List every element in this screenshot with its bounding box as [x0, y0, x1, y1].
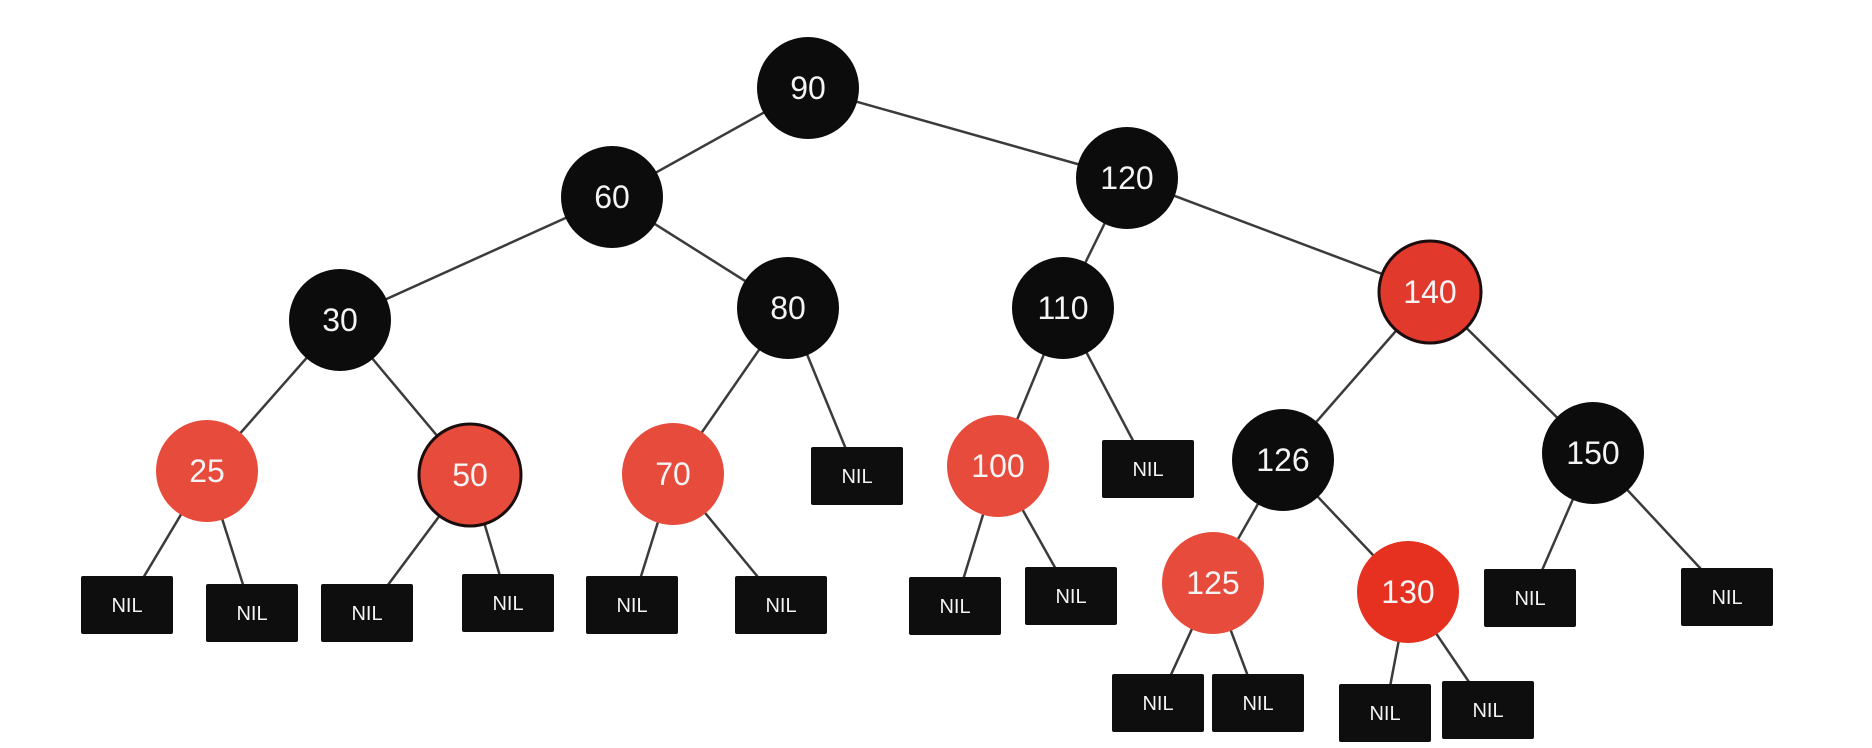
tree-node-50: 50 [417, 422, 523, 528]
tree-node-60: 60 [561, 146, 663, 248]
nil-label: NIL [939, 596, 970, 618]
tree-node-150: 150 [1542, 402, 1644, 504]
nil-label: NIL [1514, 588, 1545, 610]
node-value-label: 90 [790, 70, 826, 106]
tree-node-30: 30 [289, 269, 391, 371]
nil-label: NIL [492, 593, 523, 615]
red-node-circle [1357, 541, 1459, 643]
nil-leaf-nil-70L: NIL [586, 576, 678, 634]
red-node-circle [1162, 532, 1264, 634]
nil-label: NIL [1132, 459, 1163, 481]
nil-leaf-box [1025, 567, 1117, 625]
nil-leaf-box [811, 447, 903, 505]
node-value-label: 150 [1566, 435, 1619, 471]
node-value-label: 100 [971, 448, 1024, 484]
black-node-circle [737, 257, 839, 359]
black-node-circle [1012, 257, 1114, 359]
nil-label: NIL [1711, 587, 1742, 609]
nil-leaf-box [735, 576, 827, 634]
node-value-label: 70 [655, 456, 691, 492]
tree-node-140: 140 [1377, 239, 1483, 345]
nil-leaf-box [909, 577, 1001, 635]
nil-leaf-box [1212, 674, 1304, 732]
black-node-circle [1542, 402, 1644, 504]
red-node-circle [947, 415, 1049, 517]
nil-leaf-box [1112, 674, 1204, 732]
node-value-label: 30 [322, 302, 358, 338]
nil-leaf-nil-110R: NIL [1102, 440, 1194, 498]
nil-leaf-box [321, 584, 413, 642]
tree-node-70: 70 [622, 423, 724, 525]
nil-leaf-box [1102, 440, 1194, 498]
nil-label: NIL [1369, 703, 1400, 725]
nil-leaf-box [206, 584, 298, 642]
nil-leaf-box [1339, 684, 1431, 742]
nil-leaf-nil-150R: NIL [1681, 568, 1773, 626]
red-node-circle [417, 422, 523, 528]
tree-node-80: 80 [737, 257, 839, 359]
tree-node-120: 120 [1076, 127, 1178, 229]
black-node-circle [561, 146, 663, 248]
nil-leaf-nil-125L: NIL [1112, 674, 1204, 732]
nil-leaf-nil-130R: NIL [1442, 681, 1534, 739]
edge-90-120 [807, 86, 1128, 180]
nil-leaf-nil-50R: NIL [462, 574, 554, 632]
node-value-label: 125 [1186, 565, 1239, 601]
nil-leaf-nil-70R: NIL [735, 576, 827, 634]
nil-label: NIL [1472, 700, 1503, 722]
node-value-label: 130 [1381, 574, 1434, 610]
tree-node-126: 126 [1232, 409, 1334, 511]
tree-node-90: 90 [757, 37, 859, 139]
nil-leaf-nil-100R: NIL [1025, 567, 1117, 625]
tree-node-130: 130 [1357, 541, 1459, 643]
nil-leaf-nil-125R: NIL [1212, 674, 1304, 732]
nil-leaf-box [586, 576, 678, 634]
node-value-label: 60 [594, 179, 630, 215]
node-value-label: 110 [1037, 290, 1088, 326]
red-node-circle [622, 423, 724, 525]
nil-leaf-box [462, 574, 554, 632]
node-value-label: 140 [1403, 274, 1456, 310]
node-value-label: 25 [189, 453, 225, 489]
tree-node-125: 125 [1162, 532, 1264, 634]
nil-label: NIL [111, 595, 142, 617]
nil-leaf-nil-80R: NIL [811, 447, 903, 505]
red-node-circle [156, 420, 258, 522]
nil-leaf-nil-150L: NIL [1484, 569, 1576, 627]
red-node-circle [1377, 239, 1483, 345]
nil-label: NIL [1142, 693, 1173, 715]
nil-label: NIL [351, 603, 382, 625]
tree-node-110: 110 [1012, 257, 1114, 359]
nil-leaf-nil-25R: NIL [206, 584, 298, 642]
nil-leaf-box [81, 576, 173, 634]
node-value-label: 120 [1100, 160, 1153, 196]
node-value-label: 126 [1256, 442, 1309, 478]
tree-node-25: 25 [156, 420, 258, 522]
nil-leaf-nil-50L: NIL [321, 584, 413, 642]
node-value-label: 50 [452, 457, 488, 493]
nil-label: NIL [1242, 693, 1273, 715]
black-node-circle [1076, 127, 1178, 229]
tree-node-100: 100 [947, 415, 1049, 517]
nil-leaf-box [1442, 681, 1534, 739]
nil-label: NIL [616, 595, 647, 617]
black-node-circle [1232, 409, 1334, 511]
nil-leaf-nil-25L: NIL [81, 576, 173, 634]
black-node-circle [289, 269, 391, 371]
nil-leaf-box [1681, 568, 1773, 626]
nil-leaf-nil-130L: NIL [1339, 684, 1431, 742]
nil-leaf-nil-100L: NIL [909, 577, 1001, 635]
nil-label: NIL [841, 466, 872, 488]
nil-label: NIL [1055, 586, 1086, 608]
nil-leaf-box [1484, 569, 1576, 627]
nil-label: NIL [765, 595, 796, 617]
node-value-label: 80 [770, 290, 806, 326]
nil-label: NIL [236, 603, 267, 625]
edge-120-140 [1126, 176, 1431, 294]
black-node-circle [757, 37, 859, 139]
